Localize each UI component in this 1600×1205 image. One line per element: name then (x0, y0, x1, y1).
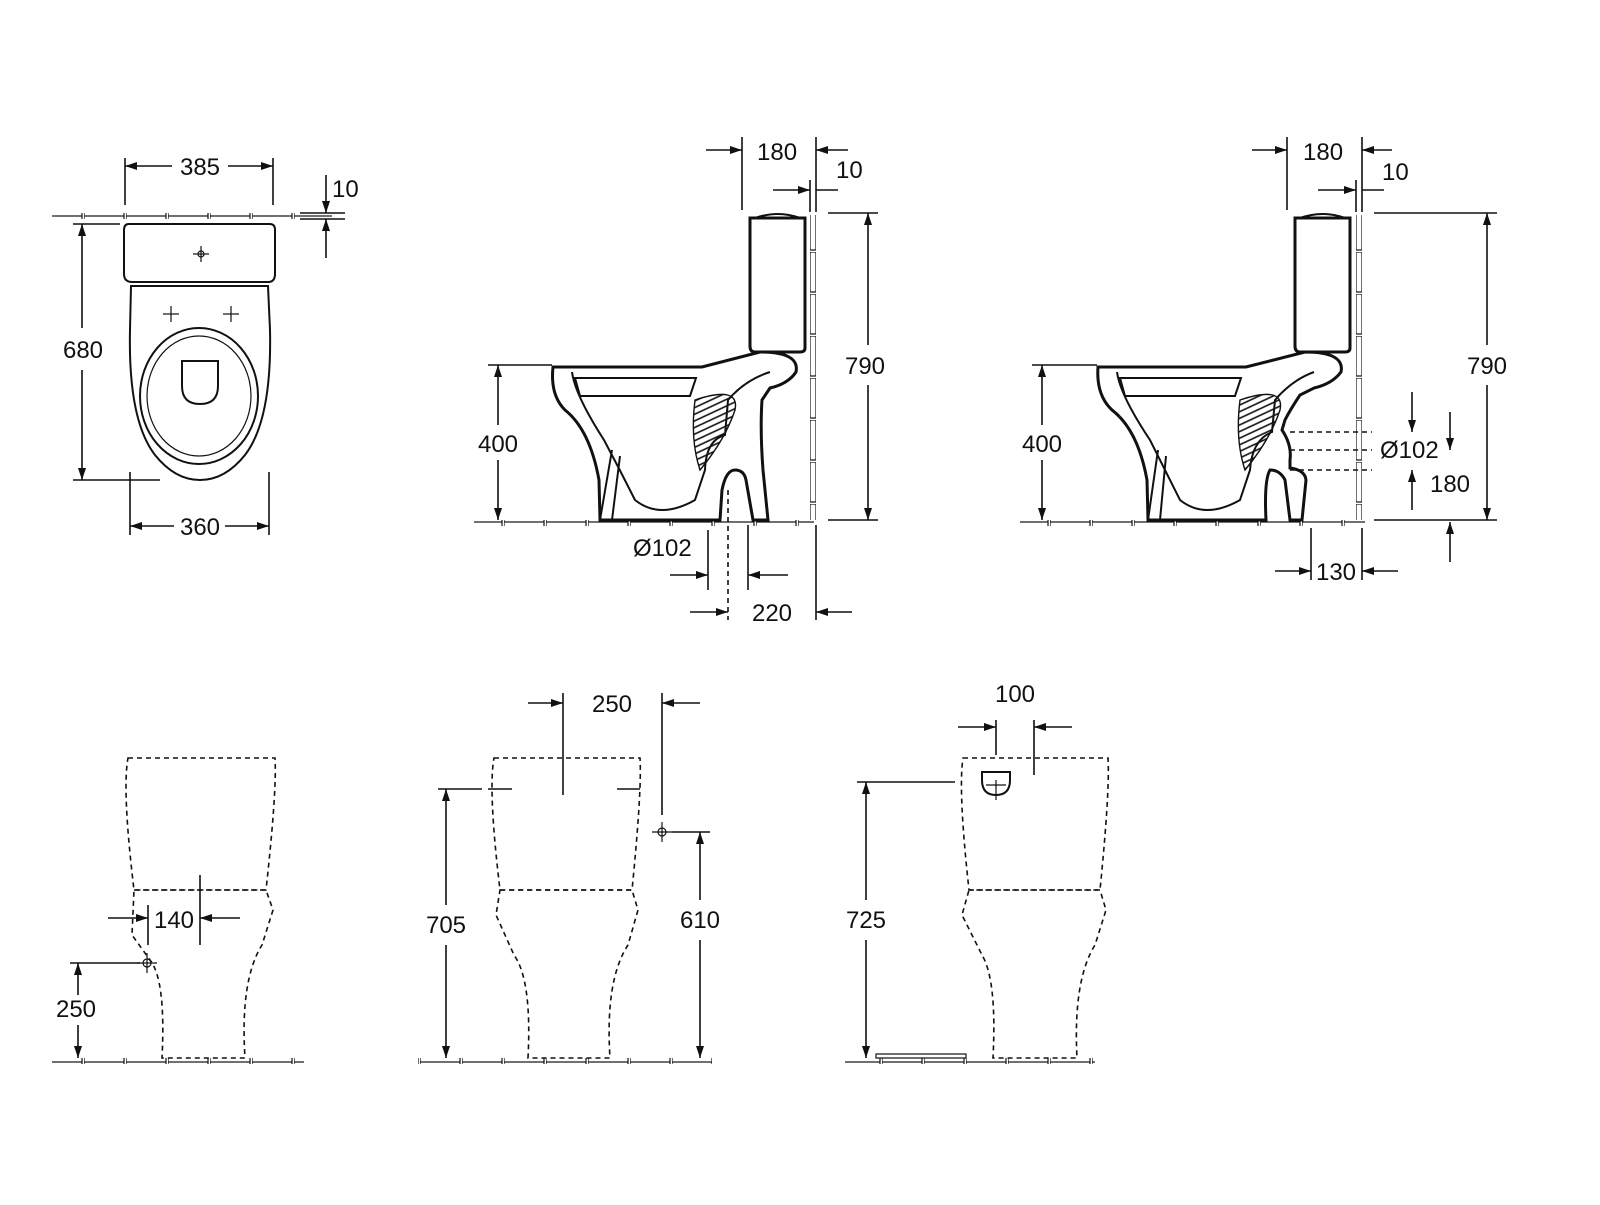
bowl-outline-dashed (961, 889, 1107, 1059)
dim-tank-height: 705 (426, 912, 466, 939)
cistern-outline-dashed (491, 757, 642, 891)
cistern-outline (1293, 216, 1352, 354)
dim-depth: 680 (63, 337, 103, 364)
dim-width-top: 385 (180, 154, 220, 181)
cistern-outline-dashed (960, 757, 1110, 891)
cistern-outline (123, 223, 276, 283)
dim-supply-height: 610 (680, 907, 720, 934)
dim-outlet-depth: 130 (1316, 559, 1356, 586)
wall-strip (810, 215, 816, 520)
floor-strip (474, 520, 814, 526)
water-supply-icon (652, 822, 672, 842)
cistern-outline (748, 216, 807, 354)
fixing-hole-icon (223, 306, 239, 322)
seat-outer (139, 327, 259, 465)
front-view-right: 100 725 (845, 681, 1110, 1064)
wall-strip (1356, 215, 1362, 520)
trap-hatch (1237, 393, 1282, 472)
dim-outlet-height: 180 (1430, 471, 1470, 498)
cistern-outline-dashed (125, 757, 277, 891)
dim-gap-top: 10 (332, 176, 359, 203)
dim-outlet-to-wall: 220 (752, 600, 792, 627)
bowl-outline-dashed (131, 889, 274, 1059)
dim-total-height: 790 (845, 353, 885, 380)
front-view-left: 140 250 (52, 757, 304, 1064)
dim-width-bottom: 360 (180, 514, 220, 541)
dim-total-height: 790 (1467, 353, 1507, 380)
dim-seat-height: 400 (1022, 431, 1062, 458)
fixing-hole-icon (163, 306, 179, 322)
floor-strip (845, 1058, 1095, 1064)
dim-wall-to-tank: 180 (757, 139, 797, 166)
side-view-floor-outlet: 180 10 790 400 Ø102 (474, 137, 885, 627)
dim-supply-height: 250 (56, 996, 96, 1023)
dim-width: 250 (592, 691, 632, 718)
dim-offset: 100 (995, 681, 1035, 708)
wall-strip (52, 213, 332, 219)
fixing-hole-icon (193, 246, 209, 262)
floor-strip (418, 1058, 712, 1064)
dim-wall-gap: 10 (1382, 159, 1409, 186)
front-view-middle: 250 705 610 (418, 691, 720, 1064)
side-view-wall-outlet: 180 10 790 400 Ø102 180 (1020, 137, 1507, 586)
dim-wall-gap: 10 (836, 157, 863, 184)
dim-outlet-diameter: Ø102 (633, 535, 692, 562)
floor-plate (875, 1053, 967, 1059)
bowl-body (551, 350, 798, 522)
dim-wall-to-tank: 180 (1303, 139, 1343, 166)
dim-height: 725 (846, 907, 886, 934)
dim-seat-height: 400 (478, 431, 518, 458)
bowl-opening (181, 360, 219, 406)
inlet-valve-icon (981, 771, 1011, 800)
floor-strip (1020, 520, 1365, 526)
trap-hatch (692, 393, 737, 472)
dim-offset: 140 (154, 907, 194, 934)
top-view: 385 10 680 360 (52, 154, 359, 541)
dim-outlet-diameter: Ø102 (1380, 437, 1439, 464)
water-supply-icon (137, 953, 157, 973)
seat-inner (146, 335, 252, 457)
floor-strip (52, 1058, 304, 1064)
bowl-outline-dashed (495, 889, 639, 1059)
bowl-outline (128, 285, 272, 482)
bowl-body (1096, 350, 1343, 522)
